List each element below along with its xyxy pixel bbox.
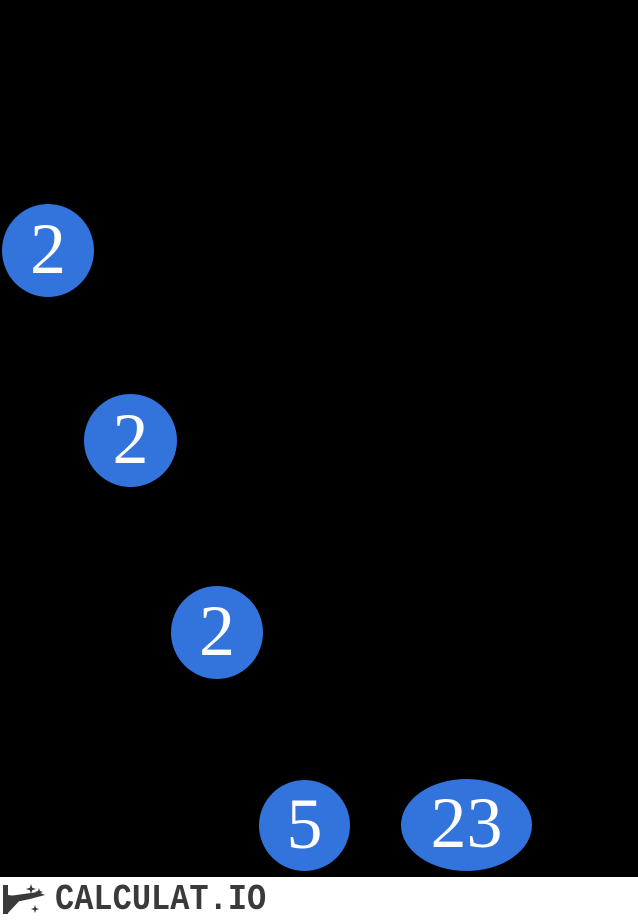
prime-factor-value: 23	[430, 783, 503, 863]
prime-factor-node: 2	[2, 204, 94, 297]
prime-factor-value: 2	[30, 208, 66, 289]
prime-factor-node: 2	[84, 394, 177, 487]
footer-bar: CALCULAT.IO	[0, 877, 638, 921]
prime-factor-value: 2	[112, 398, 149, 479]
prime-factor-value: 2	[199, 590, 235, 671]
prime-factor-node: 2	[171, 586, 263, 679]
prime-factor-node: 5	[259, 780, 350, 871]
grasshopper-icon	[3, 883, 45, 914]
prime-factor-value: 5	[286, 783, 323, 864]
logo-text: CALCULAT.IO	[55, 878, 267, 920]
prime-factor-node: 23	[401, 779, 532, 871]
